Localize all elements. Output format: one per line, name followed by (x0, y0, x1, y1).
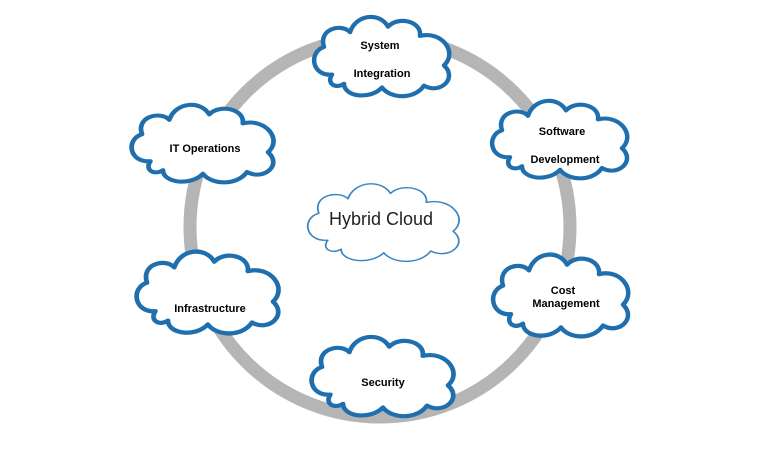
cloud-label-software-development: Software (539, 126, 585, 138)
cloud-label-infrastructure: Infrastructure (174, 303, 246, 315)
cloud-label-system-integration: System (360, 40, 399, 52)
center-label: Hybrid Cloud (329, 209, 433, 229)
cloud-node-system-integration (314, 17, 449, 96)
cloud-label-system-integration: Integration (354, 68, 411, 80)
cloud-label-security: Security (361, 377, 405, 389)
cloud-node-software-development (492, 101, 627, 179)
cloud-node-infrastructure (137, 252, 279, 334)
cloud-label-software-development: Development (530, 154, 599, 166)
cloud-label-cost-management: Management (532, 298, 600, 310)
cloud-label-cost-management: Cost (551, 285, 576, 297)
cloud-label-it-operations: IT Operations (170, 143, 241, 155)
